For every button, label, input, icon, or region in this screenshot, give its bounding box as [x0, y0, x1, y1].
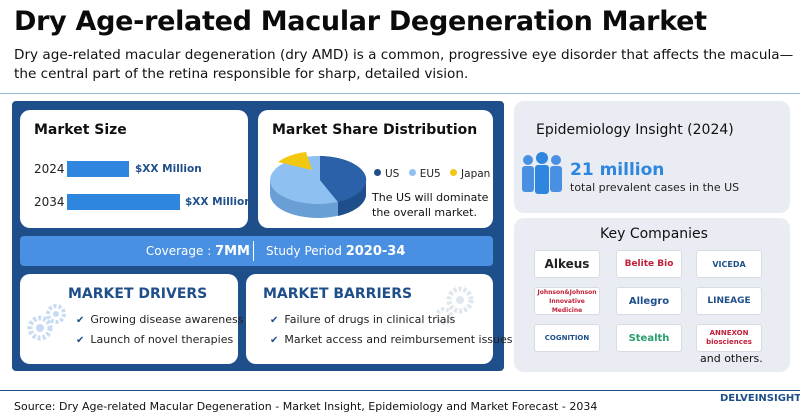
gears-icon — [435, 286, 474, 325]
market-share-pie-icon — [270, 152, 367, 218]
company-logo-belite: Belite Bio — [616, 250, 682, 278]
driver-item: ✔ Launch of novel therapies — [76, 333, 233, 346]
coverage-separator — [253, 241, 254, 261]
legend-dot-japan — [450, 169, 458, 176]
check-icon: ✔ — [76, 335, 85, 346]
legend-dot-us — [374, 169, 381, 176]
header-divider — [0, 93, 800, 94]
driver-item-label: Launch of novel therapies — [90, 333, 234, 346]
company-logo-viceda: VICEDA — [696, 250, 762, 278]
company-logo-alkeus: Alkeus — [534, 250, 600, 278]
check-icon: ✔ — [270, 335, 279, 346]
check-icon: ✔ — [270, 315, 279, 326]
market-share-title: Market Share Distribution — [272, 122, 478, 138]
driver-item-label: Growing disease awareness — [90, 313, 244, 326]
market-size-year-2034: 2034 — [34, 195, 65, 209]
coverage-value: 7MM — [215, 244, 250, 259]
market-size-title: Market Size — [34, 122, 127, 138]
market-share-legend: US EU5 Japan — [368, 168, 490, 180]
intro-text: Dry age-related macular degeneration (dr… — [14, 47, 794, 82]
epidemiology-subtitle: total prevalent cases in the US — [570, 181, 740, 194]
coverage-bar: Coverage : 7MM Study Period 2020-34 — [20, 236, 493, 266]
check-icon: ✔ — [76, 315, 85, 326]
barrier-item: ✔ Failure of drugs in clinical trials — [270, 313, 455, 326]
legend-label-eu5: EU5 — [419, 168, 441, 180]
page-title: Dry Age-related Macular Degeneration Mar… — [14, 6, 707, 37]
barrier-item-label: Market access and reimbursement issues — [284, 333, 513, 346]
driver-item: ✔ Growing disease awareness — [76, 313, 243, 326]
footer-divider — [0, 390, 800, 391]
market-barriers-title: MARKET BARRIERS — [263, 286, 413, 302]
company-logo-cognition: COGNITION — [534, 324, 600, 352]
market-size-bar-2024 — [67, 161, 129, 177]
legend-label-japan: Japan — [461, 168, 491, 180]
study-period-info: Study Period 2020-34 — [266, 244, 405, 259]
study-period-label: Study Period — [266, 244, 342, 258]
gears-icon — [27, 304, 66, 341]
market-drivers-card — [20, 274, 238, 364]
company-logo-stealth: Stealth — [616, 324, 682, 352]
legend-label-us: US — [385, 168, 400, 180]
market-drivers-title: MARKET DRIVERS — [68, 286, 208, 302]
market-size-year-2024: 2024 — [34, 162, 65, 176]
barrier-item-label: Failure of drugs in clinical trials — [284, 313, 456, 326]
study-period-value: 2020-34 — [345, 244, 406, 259]
company-logo-jnj: Johnson&Johnson Innovative Medicine — [534, 287, 600, 315]
people-icon — [522, 152, 562, 194]
companies-others: and others. — [700, 352, 763, 365]
delveinsight-logo: DELVEINSIGHT — [720, 393, 800, 404]
market-size-value-2034: $XX Million — [185, 196, 252, 208]
epidemiology-number: 21 million — [570, 160, 665, 180]
legend-dot-eu5 — [408, 169, 416, 176]
coverage-label: Coverage : — [145, 244, 212, 258]
market-share-note: The US will dominate the overall market. — [372, 191, 489, 219]
market-size-value-2024: $XX Million — [135, 163, 202, 175]
company-logo-allegro: Allegro — [616, 287, 682, 315]
market-size-bar-2034 — [67, 194, 180, 210]
epidemiology-title: Epidemiology Insight (2024) — [536, 122, 734, 138]
coverage-info: Coverage : 7MM — [20, 244, 250, 259]
company-logo-annexon: ANNEXON biosciences — [696, 324, 762, 352]
source-text: Source: Dry Age-related Macular Degenera… — [14, 400, 598, 413]
barrier-item: ✔ Market access and reimbursement issues — [270, 333, 513, 346]
company-logo-lineage: LINEAGE — [696, 287, 762, 315]
key-companies-title: Key Companies — [600, 226, 708, 242]
